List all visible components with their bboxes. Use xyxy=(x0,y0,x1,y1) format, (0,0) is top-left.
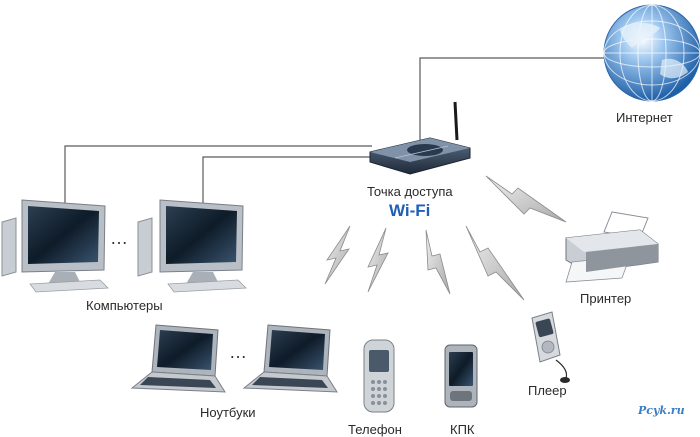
watermark-logo: Pcyk.ru xyxy=(638,404,685,417)
wireless-signal-icon xyxy=(324,225,351,285)
media-player-icon xyxy=(531,311,570,383)
router-icon xyxy=(369,101,471,175)
computers-ellipsis: … xyxy=(110,228,128,248)
wireless-signals xyxy=(324,175,567,301)
wifi-label: Wi-Fi xyxy=(389,201,431,220)
laptops-label: Ноутбуки xyxy=(200,405,256,420)
computers-label: Компьютеры xyxy=(86,298,163,313)
phone-label: Телефон xyxy=(348,422,402,437)
connection-lines xyxy=(64,57,605,212)
pda-label: КПК xyxy=(450,422,475,437)
printer-label: Принтер xyxy=(580,291,632,306)
internet-label: Интернет xyxy=(616,110,673,125)
laptop-icon xyxy=(242,324,338,393)
wireless-signal-icon xyxy=(367,227,389,293)
printer-icon xyxy=(565,211,659,283)
pda-icon xyxy=(444,344,478,408)
laptop-icon xyxy=(130,324,226,393)
wireless-signal-icon xyxy=(485,175,567,223)
desktop-computer-icon xyxy=(137,199,247,293)
phone-icon xyxy=(363,339,395,413)
wire-router-internet xyxy=(419,57,605,150)
wireless-signal-icon xyxy=(425,229,451,295)
globe-icon xyxy=(603,4,700,102)
wire-router-computer-1 xyxy=(64,145,372,210)
wire-router-computer-2 xyxy=(202,156,372,212)
wireless-signal-icon xyxy=(465,225,525,301)
access-point-label: Точка доступа xyxy=(367,184,453,199)
laptops-ellipsis: … xyxy=(229,342,247,362)
desktop-computer-icon xyxy=(1,199,109,293)
player-label: Плеер xyxy=(528,383,567,398)
